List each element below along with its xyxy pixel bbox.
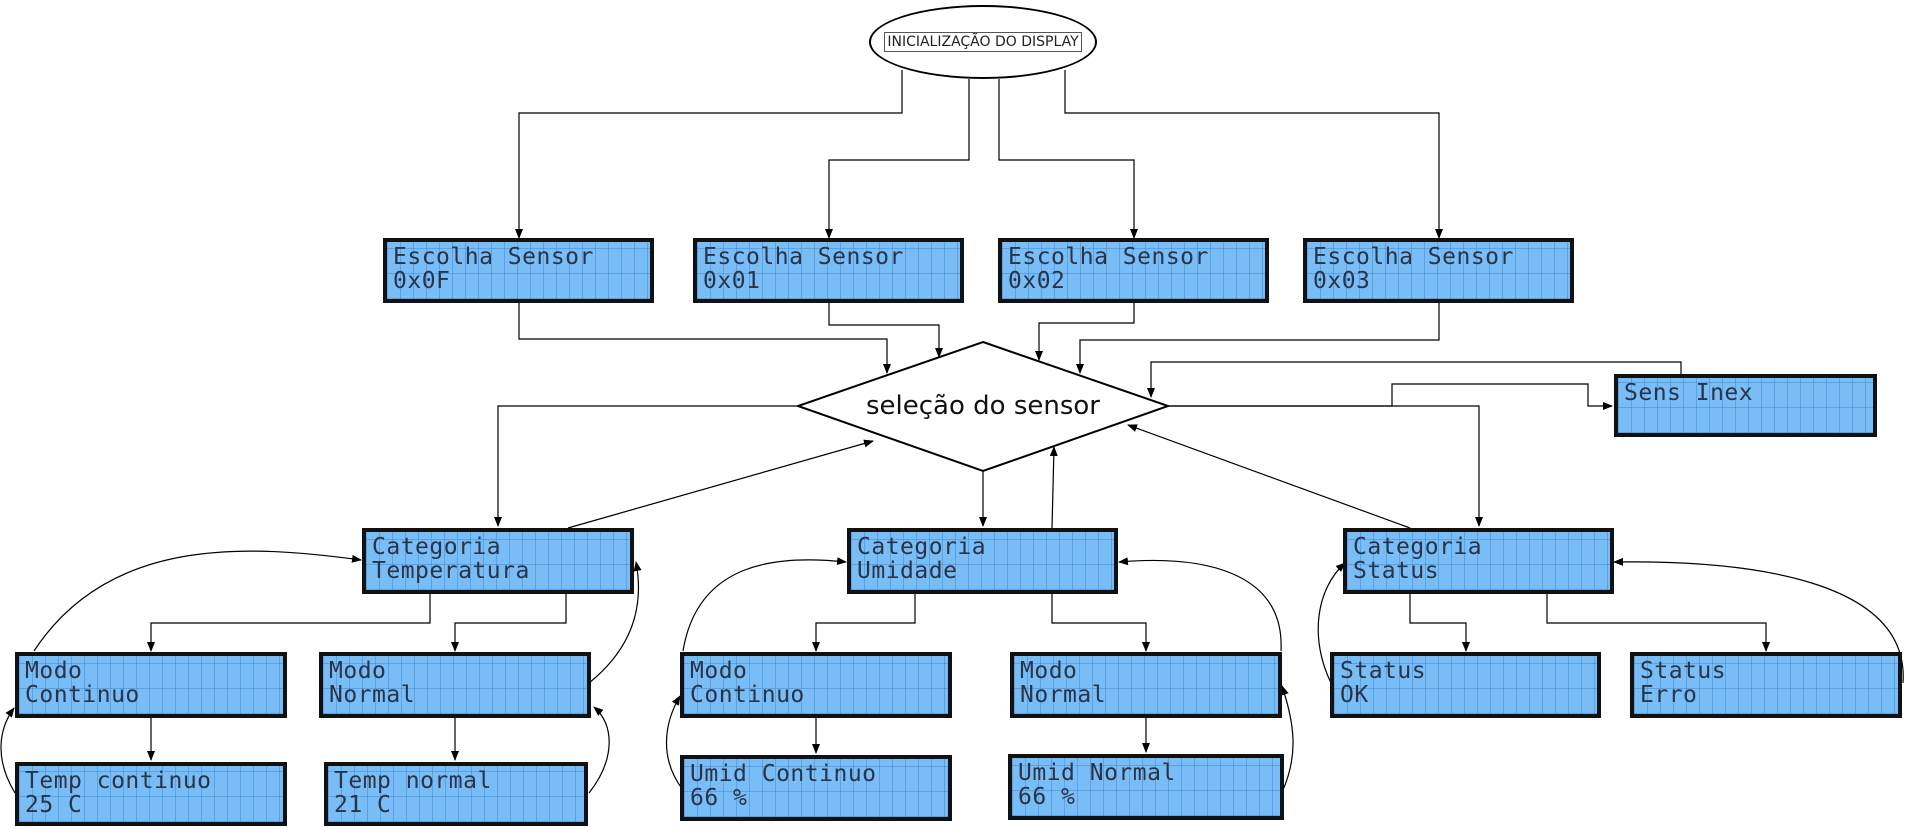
return-umid-value-normal xyxy=(1281,685,1294,791)
lcd-line-2: 0x02 xyxy=(1008,268,1066,294)
edge-start-sensor-02 xyxy=(998,79,1138,239)
edge-cat-temp-modo-normal xyxy=(451,594,567,652)
return-umid-normal-cat xyxy=(1118,557,1282,652)
lcd-line-1: Categoria xyxy=(372,534,502,560)
lcd-sensor-03: Escolha Sensor 0x03 xyxy=(1303,238,1574,303)
return-temp-value-normal xyxy=(588,706,610,794)
lcd-line-2: 25 C xyxy=(25,792,83,818)
edge-decision-cat-status xyxy=(1168,405,1483,527)
edge-decision-sens-inex xyxy=(1168,383,1613,410)
edge-cat-umid-decision xyxy=(1049,446,1058,529)
lcd-sens-inex: Sens Inex xyxy=(1614,374,1877,437)
lcd-line-2: 66 % xyxy=(690,785,748,811)
edge-sensor-02-decision xyxy=(1035,303,1135,361)
lcd-line-1: Modo xyxy=(1020,658,1078,684)
return-temp-normal-cat xyxy=(588,561,642,684)
lcd-line-2: Normal xyxy=(1020,682,1107,708)
edge-cat-status-erro xyxy=(1546,594,1770,652)
return-temp-value-continuo xyxy=(0,707,16,794)
return-umid-continuo-cat xyxy=(682,557,847,652)
lcd-temp-continuo-value: Temp continuo 25 C xyxy=(15,762,287,826)
lcd-status-erro: Status Erro xyxy=(1630,652,1902,718)
edge-cat-temp-modo-continuo xyxy=(147,594,431,652)
edge-cat-umid-modo-continuo xyxy=(812,594,916,652)
edge-sens-inex-decision xyxy=(1147,361,1682,398)
return-status-ok-cat xyxy=(1317,562,1346,684)
lcd-temp-modo-normal: Modo Normal xyxy=(319,652,591,718)
lcd-line-2: Continuo xyxy=(690,682,805,708)
lcd-line-2: Temperatura xyxy=(372,558,530,584)
lcd-temp-normal-value: Temp normal 21 C xyxy=(324,762,588,826)
lcd-line-1: Sens Inex xyxy=(1624,380,1754,406)
lcd-line-1: Umid Normal xyxy=(1018,760,1176,786)
lcd-line-1: Categoria xyxy=(1353,534,1483,560)
lcd-category-humidity: Categoria Umidade xyxy=(847,528,1118,594)
lcd-line-1: Modo xyxy=(25,658,83,684)
edge-cat-status-decision xyxy=(1127,424,1411,529)
edge-sensor-03-decision xyxy=(1076,303,1440,374)
decision-label: seleção do sensor xyxy=(866,391,1100,421)
edge-sensor-01-decision xyxy=(828,303,943,358)
edge-cat-umid-modo-normal xyxy=(1051,594,1150,652)
lcd-line-1: Escolha Sensor xyxy=(393,244,594,270)
lcd-line-1: Escolha Sensor xyxy=(1008,244,1209,270)
lcd-sensor-02: Escolha Sensor 0x02 xyxy=(998,238,1269,303)
lcd-status-ok: Status OK xyxy=(1330,652,1601,718)
lcd-line-2: Status xyxy=(1353,558,1440,584)
lcd-line-2: 0x0F xyxy=(393,268,451,294)
edge-cat-status-ok xyxy=(1409,594,1470,652)
lcd-line-1: Categoria xyxy=(857,534,987,560)
lcd-sensor-01: Escolha Sensor 0x01 xyxy=(693,238,964,303)
lcd-line-2: Umidade xyxy=(857,558,958,584)
start-node: INICIALIZAÇÃO DO DISPLAY xyxy=(869,5,1097,79)
lcd-umid-continuo-value: Umid Continuo 66 % xyxy=(680,755,952,821)
lcd-line-1: Temp continuo xyxy=(25,768,212,794)
lcd-category-temperature: Categoria Temperatura xyxy=(362,528,634,594)
lcd-line-2: 66 % xyxy=(1018,784,1076,810)
edge-decision-cat-temp xyxy=(494,405,798,527)
lcd-category-status: Categoria Status xyxy=(1343,528,1614,594)
lcd-line-2: OK xyxy=(1340,682,1369,708)
lcd-line-1: Status xyxy=(1640,658,1727,684)
lcd-line-1: Modo xyxy=(329,658,387,684)
edge-start-sensor-01 xyxy=(825,79,970,239)
lcd-line-1: Escolha Sensor xyxy=(703,244,904,270)
lcd-line-2: Erro xyxy=(1640,682,1698,708)
return-umid-value-continuo xyxy=(666,695,684,791)
edge-start-sensor-0f xyxy=(515,70,903,239)
lcd-line-1: Modo xyxy=(690,658,748,684)
return-temp-continuo-cat xyxy=(33,550,362,652)
lcd-line-2: Continuo xyxy=(25,682,140,708)
lcd-temp-modo-continuo: Modo Continuo xyxy=(15,652,287,718)
lcd-umid-normal-value: Umid Normal 66 % xyxy=(1008,754,1284,820)
edge-sensor-0f-decision xyxy=(518,303,891,374)
lcd-line-1: Temp normal xyxy=(334,768,492,794)
lcd-line-2: 0x03 xyxy=(1313,268,1371,294)
lcd-umid-modo-continuo: Modo Continuo xyxy=(680,652,952,718)
lcd-umid-modo-normal: Modo Normal xyxy=(1010,652,1282,718)
lcd-line-2: 21 C xyxy=(334,792,392,818)
lcd-line-1: Umid Continuo xyxy=(690,761,877,787)
lcd-line-2: 0x01 xyxy=(703,268,761,294)
return-status-erro-cat xyxy=(1613,557,1904,684)
start-label: INICIALIZAÇÃO DO DISPLAY xyxy=(884,32,1082,52)
lcd-line-1: Status xyxy=(1340,658,1427,684)
edge-cat-temp-decision xyxy=(567,439,874,529)
lcd-sensor-0f: Escolha Sensor 0x0F xyxy=(383,238,654,303)
lcd-line-1: Escolha Sensor xyxy=(1313,244,1514,270)
lcd-line-2: Normal xyxy=(329,682,416,708)
edge-start-sensor-03 xyxy=(1064,70,1443,239)
